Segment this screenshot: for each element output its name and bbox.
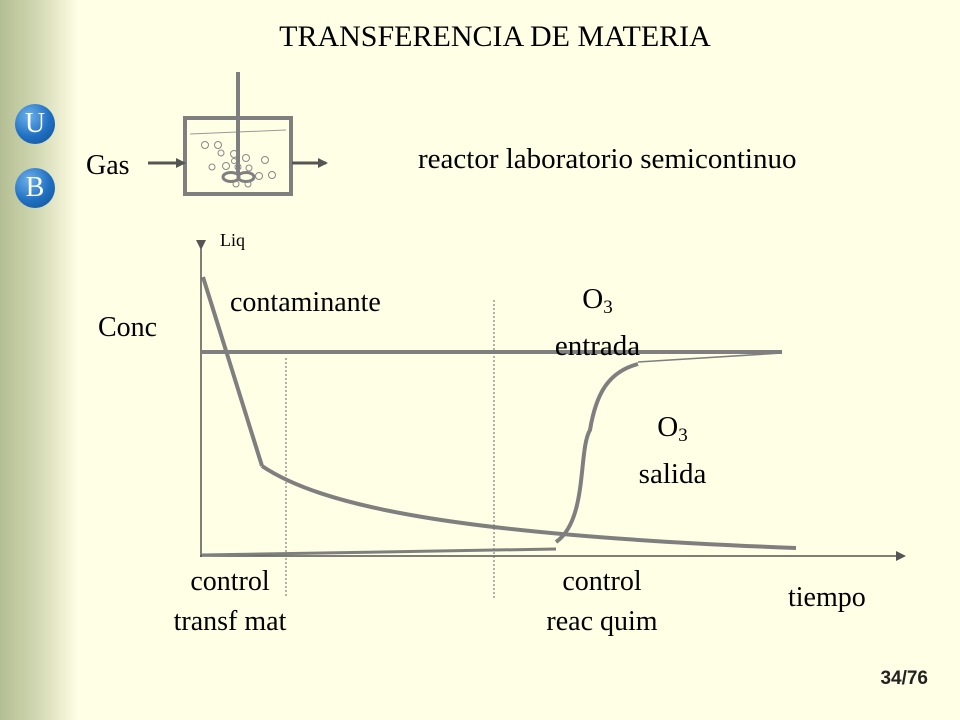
regime-1-line2: transf mat	[173, 606, 287, 637]
contaminant-curve-label: contaminante	[230, 287, 381, 318]
o3-inlet-text: entrada	[554, 330, 641, 362]
contaminant-curve-fast-drop	[201, 276, 264, 467]
x-axis-label: tiempo	[788, 582, 866, 613]
o3-outlet-subscript: 3	[678, 425, 688, 446]
gas-inlet-label: Gas	[86, 150, 130, 181]
slide-title: TRANSFERENCIA DE MATERIA	[279, 20, 711, 53]
reactor-vessel	[183, 72, 293, 196]
regime-2-label: control reac quim	[522, 562, 682, 642]
regime-1-label: control transf mat	[160, 562, 300, 642]
o3-inlet-symbol: O	[582, 283, 604, 315]
o3-outlet-label: O3 salida	[600, 408, 745, 493]
university-logo-b: B	[15, 168, 55, 208]
regime-2-line2: reac quim	[546, 606, 658, 637]
reactor-description: reactor laboratorio semicontinuo	[418, 143, 797, 175]
university-logo-u: U	[15, 104, 55, 144]
o3-outlet-symbol: O	[657, 411, 679, 443]
gas-bubbles	[201, 141, 276, 188]
o3-inlet-label: O3 entrada	[520, 280, 675, 365]
regime-2-line1: control	[562, 566, 642, 597]
y-axis-label: Conc	[98, 312, 158, 343]
regime-1-line1: control	[190, 566, 270, 597]
o3-outlet-curve-rise	[554, 362, 639, 544]
contaminant-curve-slow-decay	[260, 464, 797, 550]
phase-label: Liq	[220, 230, 245, 250]
o3-outlet-curve-baseline	[201, 547, 557, 557]
page-number: 34/76	[880, 668, 928, 689]
o3-inlet-subscript: 3	[603, 297, 613, 318]
o3-outlet-curve-plateau	[637, 352, 783, 363]
o3-outlet-text: salida	[638, 458, 707, 490]
